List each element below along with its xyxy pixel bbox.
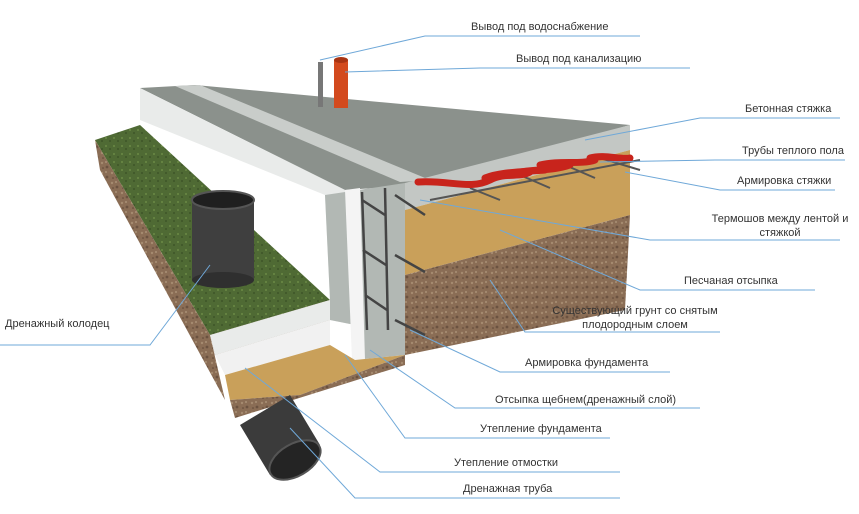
screed-layer <box>405 125 630 210</box>
leader-sand <box>499 229 815 291</box>
leader-soil <box>489 279 720 333</box>
label-gravel-fill: Отсыпка щебнем(дренажный слой) <box>495 394 677 406</box>
label-soil: Существующий грунт со снятым плодородным… <box>540 304 730 332</box>
leader-drain-pipe <box>289 427 620 499</box>
label-sand-fill: Песчаная отсыпка <box>684 275 778 287</box>
slab-top-ridge <box>175 85 430 182</box>
drainage-well <box>191 190 255 288</box>
soil-layer <box>405 215 630 355</box>
leader-foundation-rebar <box>409 329 670 373</box>
leader-blind-area <box>244 367 620 473</box>
leader-gravel <box>369 349 700 409</box>
label-insulation-gap: Термошов между лентой и стяжкой <box>705 212 855 240</box>
leader-floor-heating <box>599 159 845 163</box>
leader-water-supply <box>319 35 640 61</box>
label-insulation-gap-line2: стяжкой <box>759 227 801 239</box>
label-soil-line1: Существующий грунт со снятым <box>552 305 718 317</box>
bottom-gravel <box>230 355 405 418</box>
label-floor-heating-pipes: Трубы теплого пола <box>742 145 844 157</box>
tape-insulation-strip <box>345 188 365 360</box>
leader-sewage <box>344 67 690 73</box>
leader-foundation-insulation <box>344 354 610 439</box>
sewage-pipe <box>334 60 348 108</box>
label-sewage: Вывод под канализацию <box>516 53 642 65</box>
label-insulation-gap-line1: Термошов между лентой и <box>711 213 849 225</box>
label-concrete-screed: Бетонная стяжка <box>745 103 832 115</box>
drainage-pipe <box>240 395 322 481</box>
leader-drain-well <box>0 264 211 346</box>
label-screed-rebar: Армировка стяжки <box>737 175 832 187</box>
floor-heating-pipes <box>414 153 634 189</box>
leader-lines <box>0 35 845 499</box>
leader-concrete-screed <box>584 117 840 141</box>
label-drain-well: Дренажный колодец <box>5 318 110 330</box>
sand-layer <box>405 150 630 275</box>
utility-outlets <box>318 57 348 108</box>
water-supply-pipe <box>318 62 323 107</box>
label-drain-pipe: Дренажная труба <box>463 483 553 495</box>
foundation-rebar-cage <box>360 187 426 337</box>
label-water-supply: Вывод под водоснабжение <box>471 21 609 33</box>
leader-screed-rebar <box>624 171 835 191</box>
label-foundation-rebar: Армировка фундамента <box>525 357 649 369</box>
label-foundation-insulation: Утепление фундамента <box>480 423 602 435</box>
lower-insulation <box>215 320 330 375</box>
label-blind-area-insulation: Утепление отмостки <box>454 457 558 469</box>
lower-sand <box>225 345 405 400</box>
leader-insulation-gap <box>419 199 840 241</box>
slab-side-insulation <box>140 88 355 355</box>
label-soil-line2: плодородным слоем <box>582 319 688 331</box>
ground-soil-left <box>95 140 225 400</box>
